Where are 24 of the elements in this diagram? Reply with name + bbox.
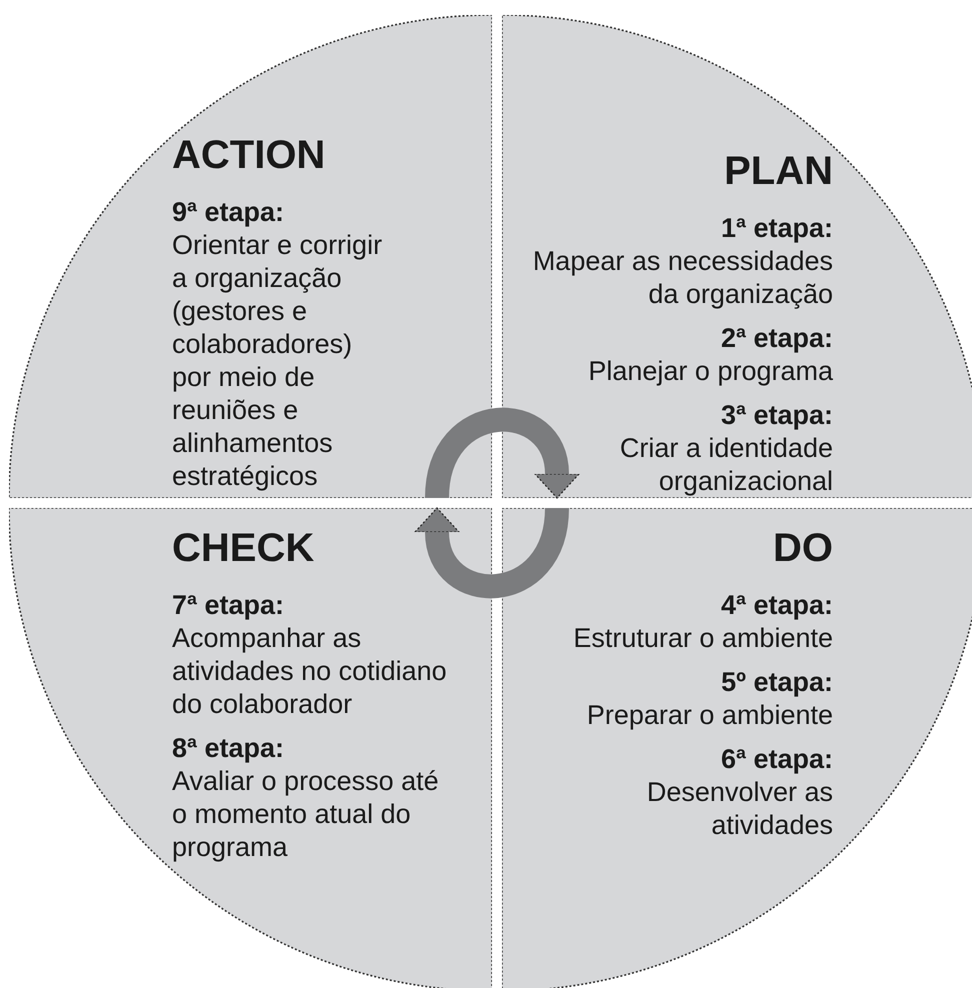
quadrant-heading: ACTION	[172, 133, 326, 177]
cycle-arrow	[414, 506, 569, 598]
step-description: Estruturar o ambiente	[573, 622, 833, 655]
step-label: 2ª etapa:	[720, 322, 833, 355]
step-description: Desenvolver as atividades	[646, 776, 833, 842]
step-label: 4ª etapa:	[720, 589, 833, 622]
cycle-arrow	[425, 408, 580, 500]
step-description: Avaliar o processo até o momento atual do programa	[172, 765, 440, 864]
step-label: 6ª etapa:	[720, 743, 833, 776]
quadrant-heading: CHECK	[172, 526, 314, 570]
step-label: 8ª etapa:	[172, 732, 284, 765]
step-description: Planejar o programa	[588, 355, 833, 388]
step-label: 9ª etapa:	[172, 196, 284, 229]
step-label: 5º etapa:	[721, 666, 833, 699]
step-description: Criar a identidade organizacional	[618, 432, 833, 498]
quadrant-heading: DO	[773, 526, 833, 570]
step-description: Acompanhar as atividades no cotidiano do colaborador	[172, 622, 448, 721]
step-label: 7ª etapa:	[172, 589, 284, 622]
step-description: Preparar o ambiente	[586, 699, 833, 732]
step-description: Mapear as necessidades da organização	[532, 245, 833, 311]
step-label: 1ª etapa:	[720, 212, 833, 245]
step-label: 3ª etapa:	[720, 399, 833, 432]
step-description: Orientar e corrigir a organização (gestores e colaboradores) por meio de reuniões e alinhamentos estratégicos	[172, 229, 384, 493]
quadrant-heading: PLAN	[724, 149, 833, 193]
